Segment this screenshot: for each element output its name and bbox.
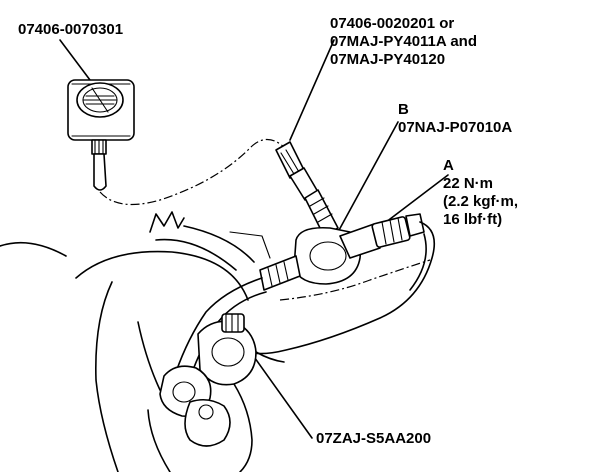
- label-group: 07406-0070301 07406-0020201 or 07MAJ-PY4…: [18, 15, 518, 447]
- leader-b: [337, 121, 399, 233]
- pressure-gauge: [67, 79, 135, 191]
- hose-adapter: [275, 141, 339, 237]
- engine-outline-ridge-2: [183, 225, 255, 263]
- tee-fitting-outlet: [339, 223, 381, 259]
- bottom-part-number: 07ZAJ-S5AA200: [316, 430, 431, 447]
- engine-outline-dome: [75, 250, 249, 301]
- fitting-nut-a-flats: [381, 217, 403, 245]
- leader-gauge: [59, 39, 91, 81]
- hose-part-number-line1: 07406-0020201 or: [330, 15, 454, 32]
- tee-inlet-nut: [259, 255, 301, 291]
- pump-assembly: [147, 313, 285, 472]
- pump-port: [211, 337, 245, 367]
- gauge-dial-inner: [82, 87, 118, 113]
- fitting-tip: [405, 213, 425, 237]
- engine-outline-inner: [137, 321, 161, 391]
- engine-outline-bracket: [229, 231, 271, 259]
- torque-spec-line1: 22 N·m: [443, 175, 493, 192]
- gauge-part-number: 07406-0070301: [18, 21, 123, 38]
- connection-line-lower: [279, 259, 431, 301]
- engine-outline-broken-edge: [149, 211, 185, 233]
- hose-part-number-line2: 07MAJ-PY4011A and: [330, 33, 477, 50]
- return-hose: [247, 221, 436, 355]
- callout-b-part-number: 07NAJ-P07010A: [398, 119, 512, 136]
- torque-spec-line2: (2.2 kgf·m,: [443, 193, 518, 210]
- supply-hose-edge-top: [175, 277, 263, 373]
- callout-b-letter: B: [398, 101, 409, 118]
- pump-fitting: [221, 313, 245, 333]
- engine-outline-far-left: [0, 241, 67, 257]
- pump-right-edge: [233, 383, 253, 472]
- gauge-stem-knurl: [94, 139, 104, 155]
- tee-fitting-bore: [309, 241, 347, 271]
- torque-spec-line3: 16 lbf·ft): [443, 211, 502, 228]
- pump-fitting-flats: [225, 313, 239, 333]
- tee-fitting: [259, 213, 425, 291]
- pump-bolt: [172, 381, 196, 403]
- engine-outline-ridge: [155, 238, 237, 271]
- leader-hose: [289, 39, 335, 141]
- connection-line-upper: [99, 138, 286, 206]
- gauge-stem-hose: [93, 153, 107, 191]
- return-hose-edge: [409, 233, 427, 291]
- hose-adapter-knurl: [280, 149, 300, 175]
- hose-adapter-rings: [309, 197, 333, 223]
- engine-outline: [0, 211, 271, 472]
- tee-inlet-nut-flats: [267, 261, 289, 287]
- gauge-dial-markings: [83, 87, 117, 113]
- callout-a-letter: A: [443, 157, 454, 174]
- engine-outline-left: [95, 281, 119, 472]
- hose-adapter-tube: [304, 189, 339, 237]
- hose-part-number-line3: 07MAJ-PY40120: [330, 51, 445, 68]
- pump-lower-edge: [147, 409, 171, 472]
- pump-lower-bracket: [184, 398, 231, 447]
- pump-lower-bolt: [198, 404, 214, 420]
- pump-outlet-line: [255, 351, 285, 363]
- fitting-nut-a: [371, 216, 411, 248]
